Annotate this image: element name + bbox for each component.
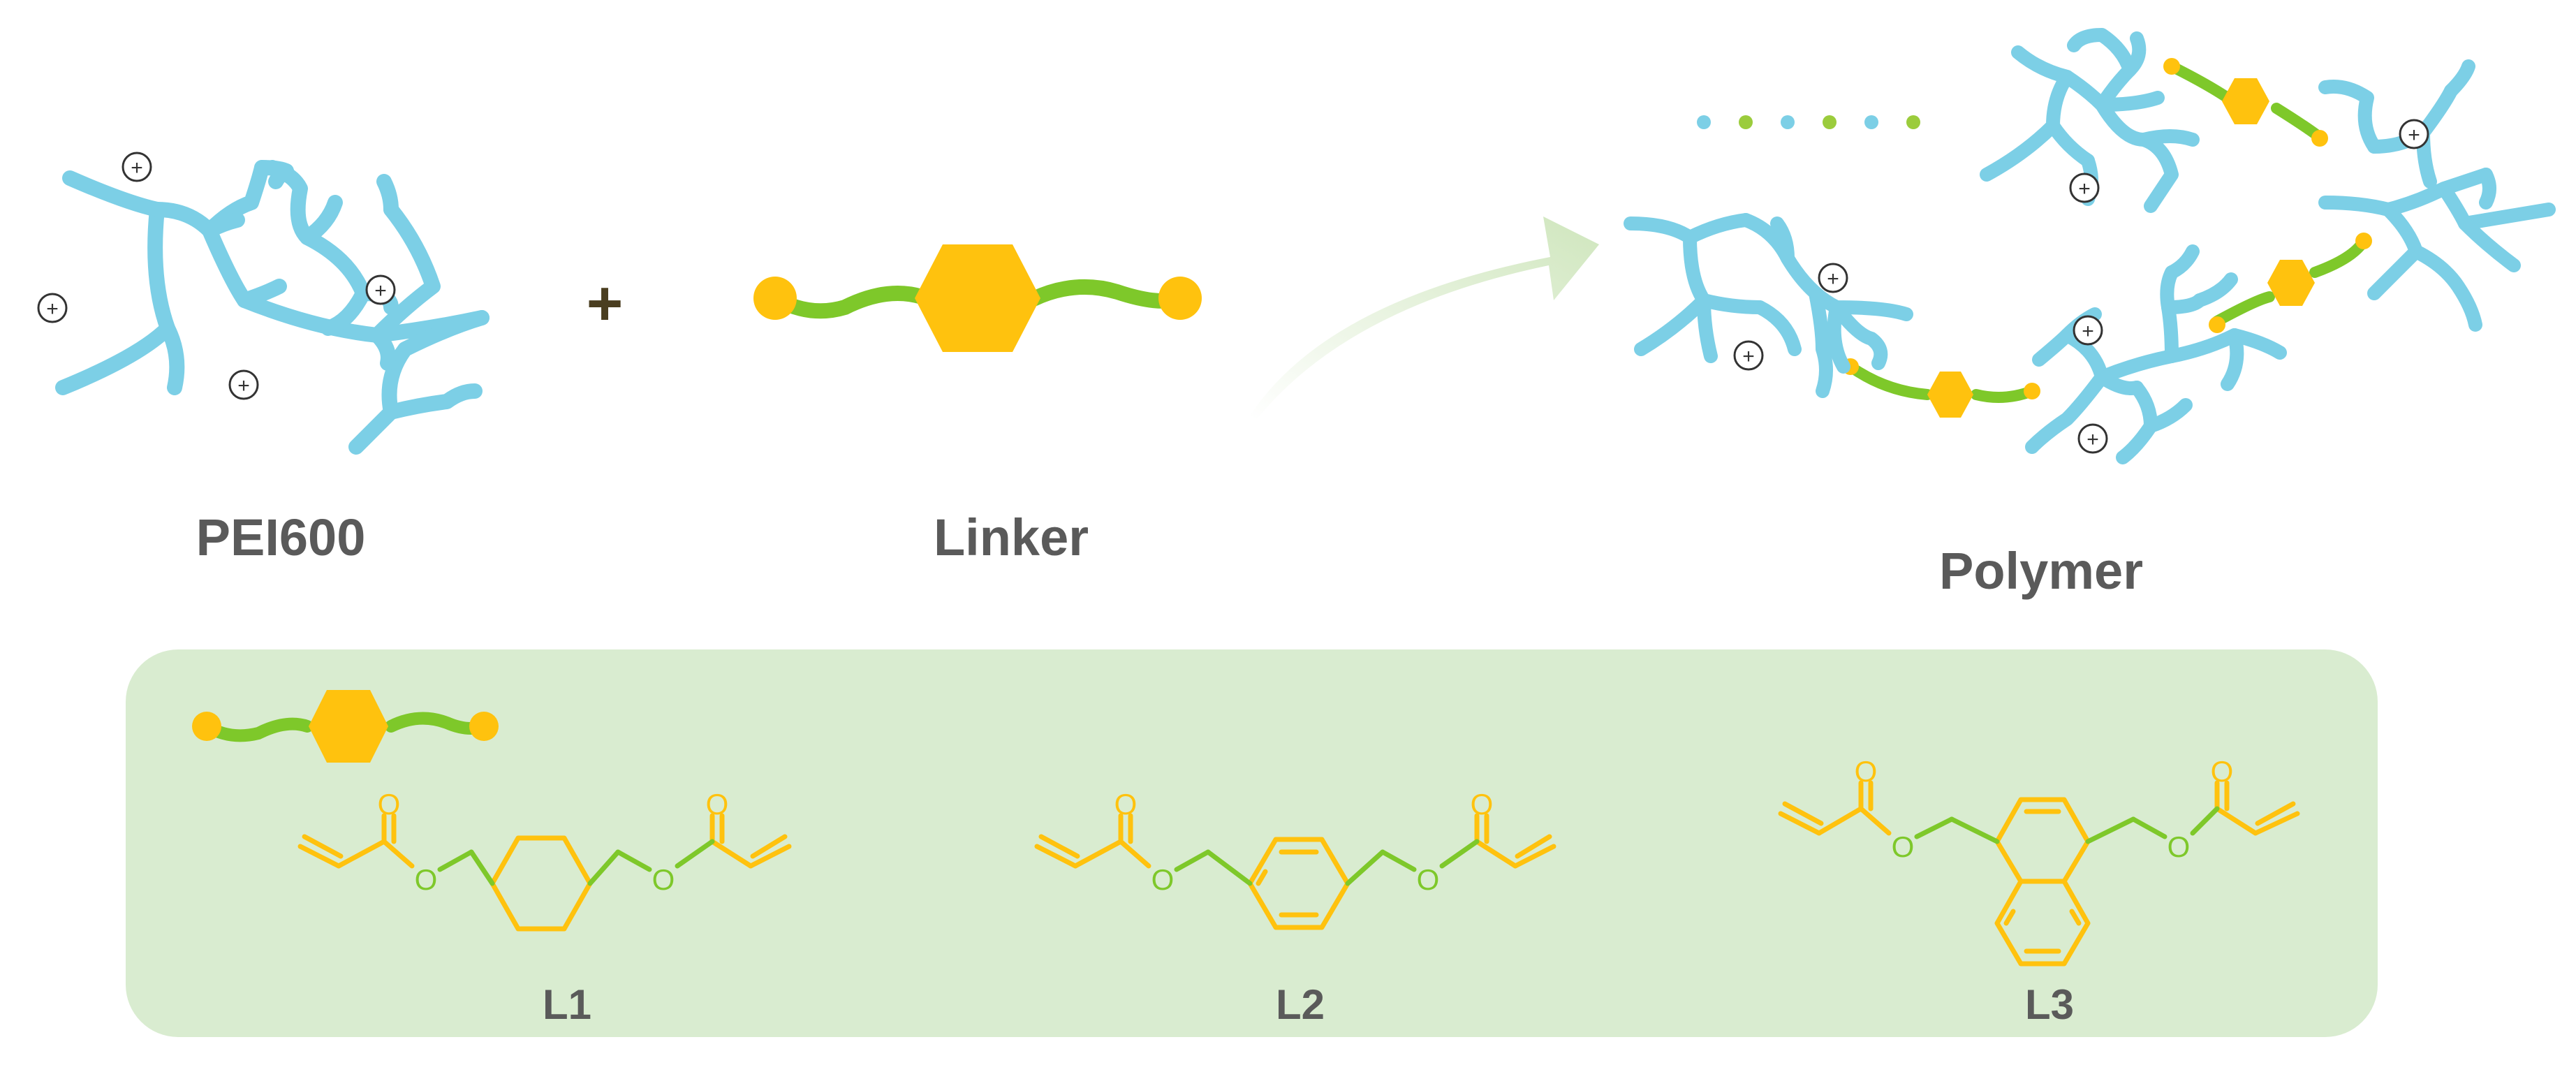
svg-text:+: + [237,374,250,397]
continuation-dots [1697,115,1920,129]
linker-structures-panel [126,649,2378,1037]
polymer-cores [1842,58,2372,418]
polymer-label: Polymer [1939,542,2143,600]
svg-text:+: + [131,156,143,179]
pei-label: PEI600 [196,508,366,566]
l2-label: L2 [1276,981,1325,1028]
l2-oxygen-ester-right: O [1417,863,1440,896]
linker-cartoon [753,244,1202,352]
l2-oxygen-carbonyl-left: O [1114,788,1138,821]
l1-oxygen-carbonyl-right: O [706,788,729,821]
charge-3: + [365,274,396,305]
charge-4: + [228,369,259,400]
l3-label: L3 [2025,981,2074,1028]
l1-label: L1 [543,981,591,1028]
charge-2: + [37,293,68,323]
svg-text:+: + [2082,320,2094,343]
molecule-l3 [1778,780,2300,967]
l3-oxygen-carbonyl-right: O [2211,755,2234,788]
svg-text:+: + [2078,177,2091,200]
svg-text:+: + [1827,267,1839,291]
l2-oxygen-ester-left: O [1151,863,1175,896]
plus-sign: + [587,269,624,339]
molecule-l2 [1034,813,1556,930]
l1-oxygen-carbonyl-left: O [378,788,401,821]
l3-oxygen-ester-right: O [2167,830,2191,863]
l3-oxygen-ester-left: O [1892,830,1915,863]
l1-oxygen-ester-left: O [415,863,438,896]
charge-1: + [122,152,152,182]
pei600-structure [55,160,490,455]
l2-oxygen-carbonyl-right: O [1471,788,1494,821]
l1-oxygen-ester-right: O [652,863,675,896]
svg-text:+: + [374,279,387,302]
svg-text:+: + [46,298,59,321]
panel-linker-cartoon [192,690,499,763]
pei-charges: + + + + [37,152,396,400]
l3-oxygen-carbonyl-left: O [1855,755,1878,788]
polymer-pei [1624,28,2556,464]
molecule-l1 [297,813,792,932]
svg-text:+: + [2086,428,2099,451]
linker-label: Linker [934,508,1089,566]
svg-text:+: + [2408,124,2420,147]
polymer-network: + + + + + + [1624,28,2556,464]
reaction-arrow [1250,216,1599,419]
svg-text:+: + [1742,345,1755,368]
polymer-charges: + + + + + + [1733,119,2429,454]
